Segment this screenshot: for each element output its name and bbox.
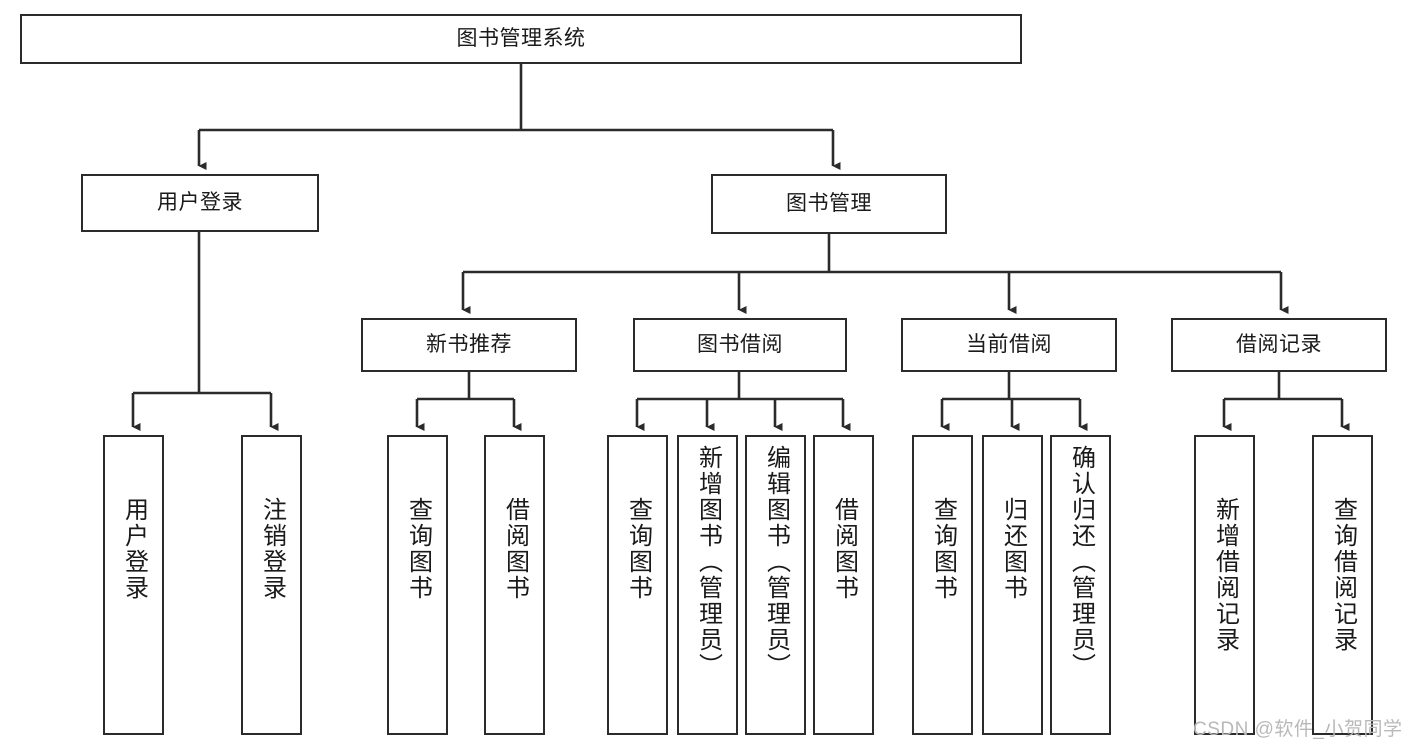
- leaf-user-login-login[interactable]: 用户登录: [103, 435, 164, 735]
- node-label: 新增借阅记录: [1211, 497, 1239, 653]
- node-new-book-recommend[interactable]: 新书推荐: [361, 318, 577, 372]
- node-label: 用户登录: [157, 191, 243, 215]
- node-label: 注销登录: [258, 497, 286, 601]
- node-label: 新增图书（管理员）: [694, 445, 722, 679]
- node-current-borrow[interactable]: 当前借阅: [901, 318, 1117, 372]
- node-label: 借阅记录: [1236, 333, 1322, 357]
- node-label: 用户登录: [120, 497, 148, 601]
- leaf-recommend-query-book[interactable]: 查询图书: [387, 435, 448, 735]
- node-label: 查询借阅记录: [1329, 497, 1357, 653]
- node-label: 借阅图书: [830, 497, 858, 601]
- node-label: 查询图书: [404, 497, 432, 601]
- node-label: 归还图书: [999, 497, 1027, 601]
- node-label: 图书管理系统: [456, 27, 586, 51]
- leaf-record-query-record[interactable]: 查询借阅记录: [1312, 435, 1373, 735]
- leaf-borrow-edit-book-admin[interactable]: 编辑图书（管理员）: [745, 435, 806, 735]
- leaf-recommend-borrow-book[interactable]: 借阅图书: [484, 435, 545, 735]
- node-label: 查询图书: [624, 497, 652, 601]
- node-label: 当前借阅: [966, 333, 1052, 357]
- leaf-user-login-logout[interactable]: 注销登录: [241, 435, 302, 735]
- node-label: 新书推荐: [426, 333, 512, 357]
- node-label: 图书借阅: [697, 333, 783, 357]
- node-user-login[interactable]: 用户登录: [81, 174, 319, 232]
- leaf-current-return-book[interactable]: 归还图书: [982, 435, 1043, 735]
- node-book-management[interactable]: 图书管理: [711, 174, 947, 234]
- node-root-system[interactable]: 图书管理系统: [20, 14, 1022, 64]
- node-label: 编辑图书（管理员）: [762, 445, 790, 679]
- node-book-borrow[interactable]: 图书借阅: [633, 318, 847, 372]
- leaf-borrow-borrow-book[interactable]: 借阅图书: [813, 435, 874, 735]
- leaf-borrow-query-book[interactable]: 查询图书: [607, 435, 668, 735]
- leaf-record-add-record[interactable]: 新增借阅记录: [1194, 435, 1255, 735]
- node-label: 借阅图书: [501, 497, 529, 601]
- watermark-credit: CSDN @软件_小贺同学: [1193, 719, 1403, 740]
- leaf-borrow-add-book-admin[interactable]: 新增图书（管理员）: [677, 435, 738, 735]
- node-label: 图书管理: [786, 192, 872, 216]
- leaf-current-query-book[interactable]: 查询图书: [912, 435, 973, 735]
- node-label: 确认归还（管理员）: [1067, 445, 1095, 679]
- node-borrow-record[interactable]: 借阅记录: [1171, 318, 1387, 372]
- node-label: 查询图书: [929, 497, 957, 601]
- leaf-current-confirm-return-admin[interactable]: 确认归还（管理员）: [1050, 435, 1111, 735]
